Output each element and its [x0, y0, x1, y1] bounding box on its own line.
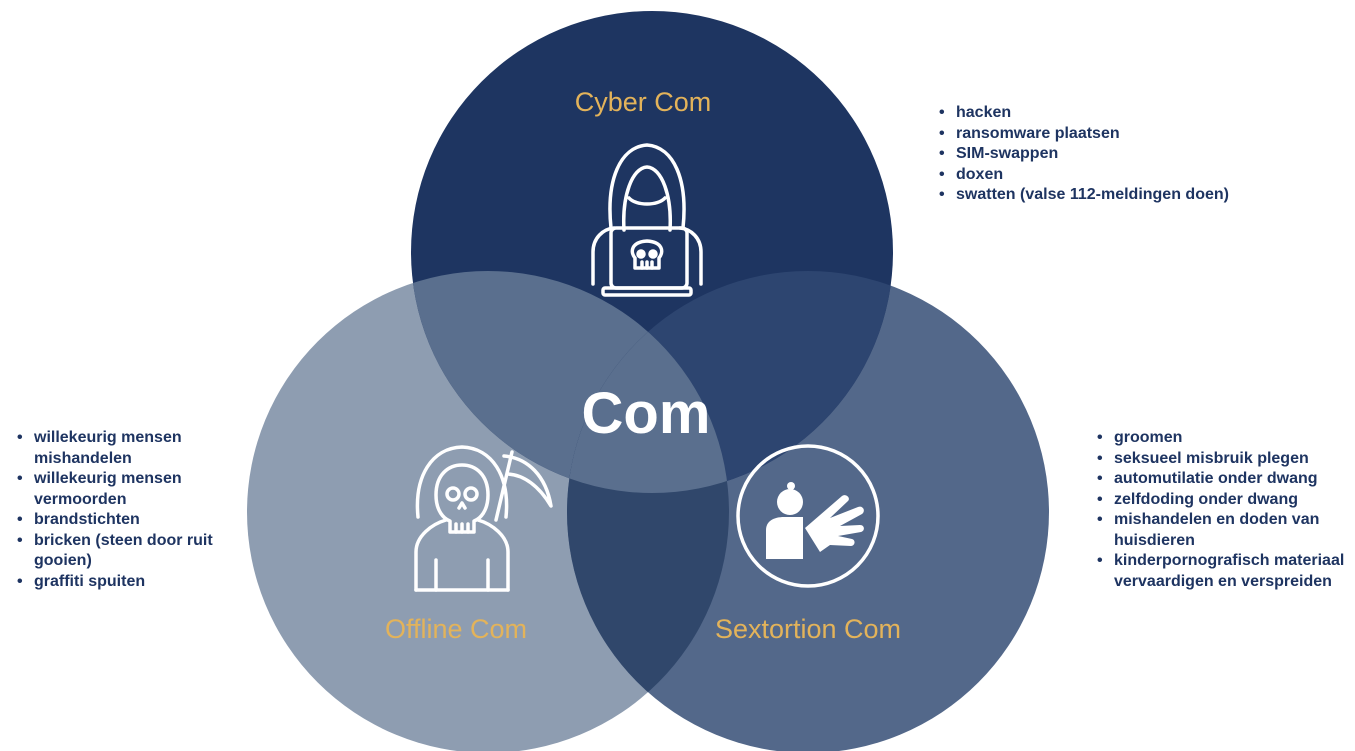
sextortion-com-activity-list: groomen seksueel misbruik plegen automut…: [1090, 428, 1355, 592]
list-item: groomen: [1097, 428, 1355, 449]
list-item: automutilatie onder dwang: [1097, 469, 1355, 490]
list-item: hacken: [939, 103, 1336, 124]
list-item: bricken (steen door ruit gooien): [17, 531, 239, 572]
overlap-cyber-sextortion: [567, 271, 893, 493]
overlap-all-three: [567, 271, 729, 493]
grim-reaper-icon: [414, 445, 553, 592]
offline-com-activity-list: willekeurig mensen mishandelen willekeur…: [10, 428, 239, 592]
list-item: willekeurig mensen mishandelen: [17, 428, 239, 469]
list-item: kinderpornografisch materiaal vervaardig…: [1097, 551, 1355, 592]
list-item: seksueel misbruik plegen: [1097, 449, 1355, 470]
cyber-com-label: Cyber Com: [575, 87, 712, 117]
list-item: doxen: [939, 165, 1336, 186]
list-item: zelfdoding onder dwang: [1097, 490, 1355, 511]
sextortion-com-label: Sextortion Com: [715, 614, 901, 644]
list-item: brandstichten: [17, 510, 239, 531]
offline-com-label: Offline Com: [385, 614, 527, 644]
list-item: graffiti spuiten: [17, 572, 239, 593]
overlap-cyber-offline: [411, 271, 729, 493]
list-item: mishandelen en doden van huisdieren: [1097, 510, 1355, 551]
list-item: SIM-swappen: [939, 144, 1336, 165]
hacker-hoodie-laptop-skull-icon: [591, 143, 703, 297]
list-item: ransomware plaatsen: [939, 124, 1336, 145]
cyber-com-activity-list: hacken ransomware plaatsen SIM-swappen d…: [932, 103, 1336, 206]
center-label: Com: [582, 381, 711, 446]
child-abuse-hand-icon: [736, 444, 880, 588]
list-item: swatten (valse 112-meldingen doen): [939, 185, 1336, 206]
list-item: willekeurig mensen vermoorden: [17, 469, 239, 510]
